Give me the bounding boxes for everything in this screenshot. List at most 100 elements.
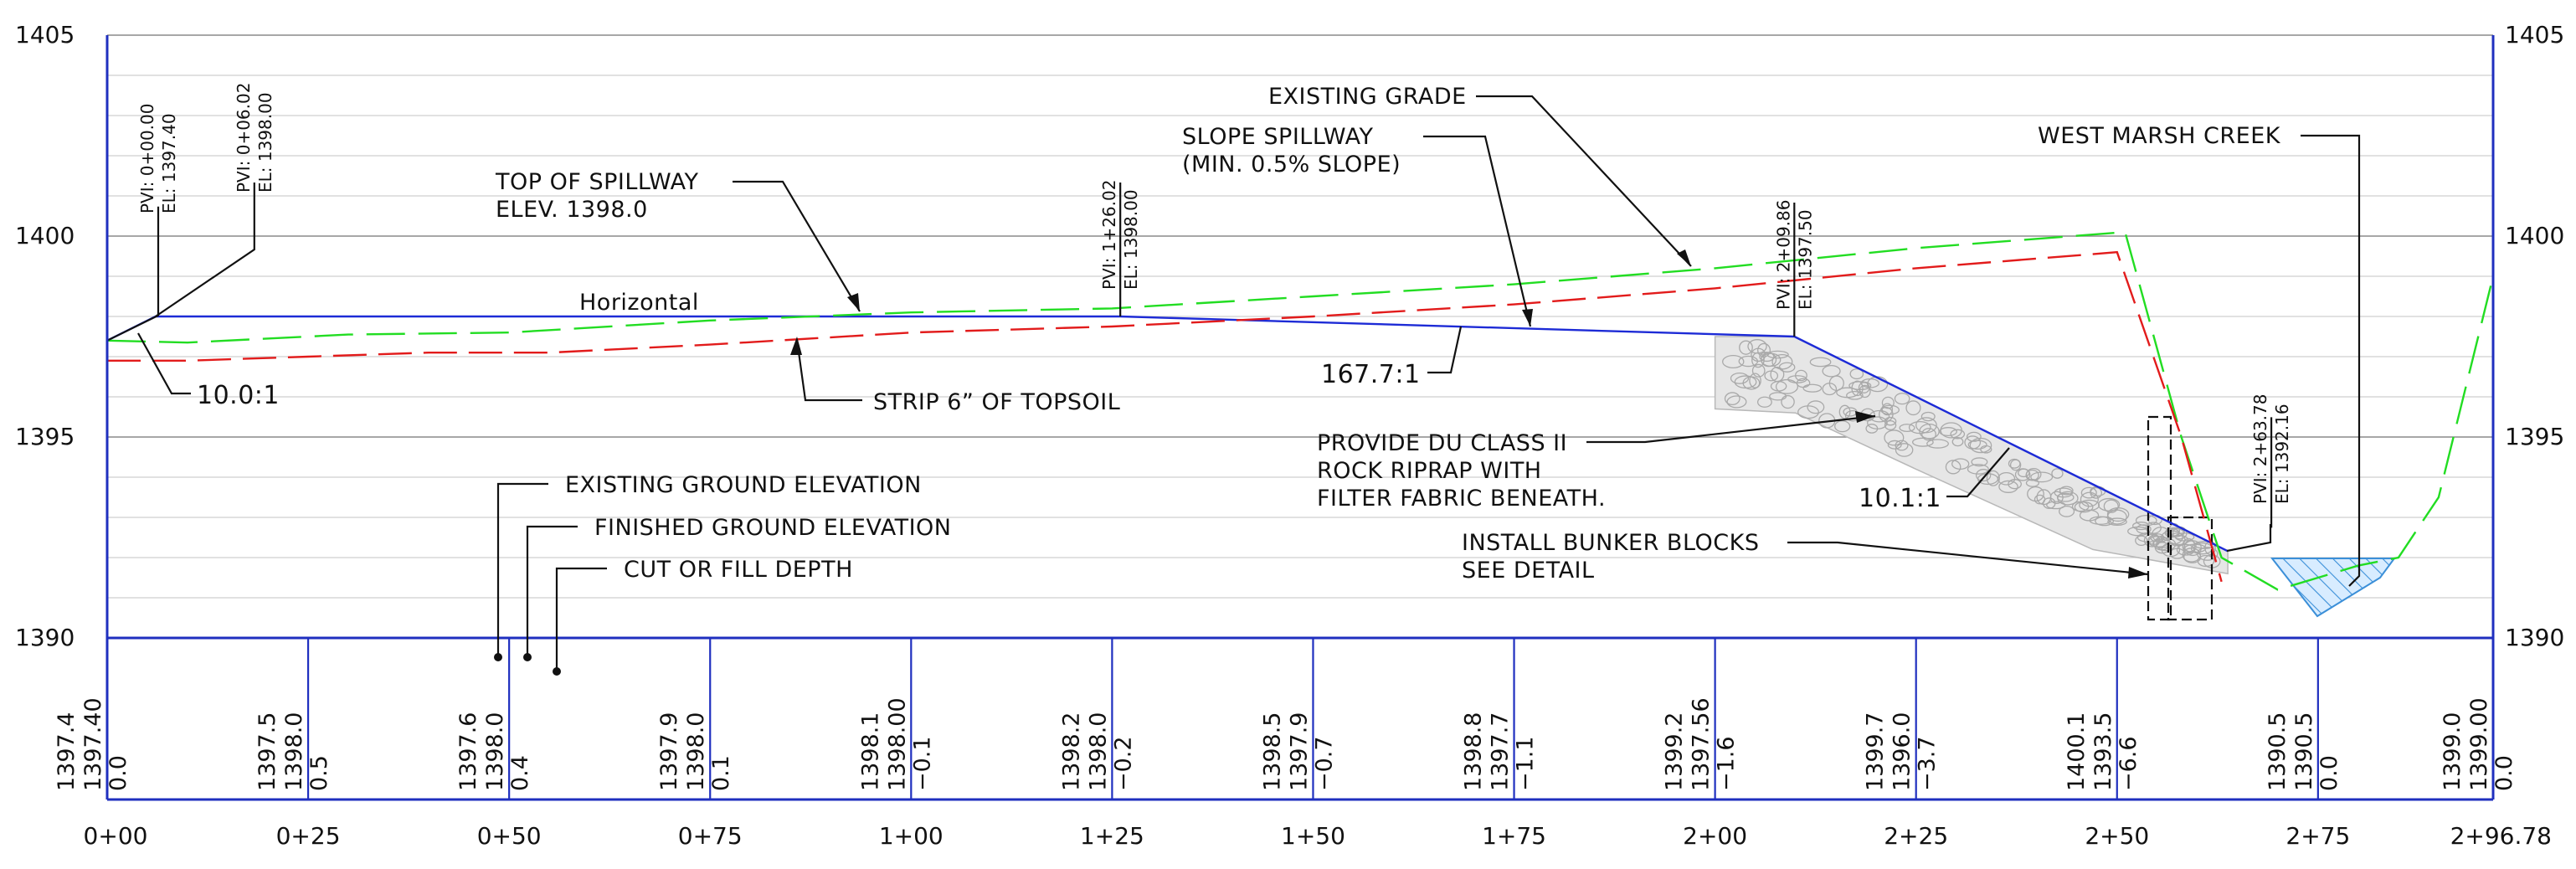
riprap-stone: [2169, 548, 2186, 559]
leader-top-of-spillway: [733, 180, 861, 312]
band-existing-elev: 1398.5: [1259, 712, 1285, 791]
riprap-stone: [2183, 550, 2202, 563]
leader-west-marsh-creek: [2301, 134, 2361, 587]
band-cut-fill: −0.1: [909, 736, 935, 791]
legend-finished-ground: FINISHED GROUND ELEVATION: [594, 515, 951, 541]
dot-existing-ground-legend: [494, 653, 502, 661]
riprap-stone: [1964, 435, 1982, 450]
note-strip-topsoil: STRIP 6” OF TOPSOIL: [873, 389, 1120, 415]
leader-slope-167-7: [1427, 326, 1463, 374]
note-top-of-spillway-1: TOP OF SPILLWAY: [495, 169, 699, 195]
y-tick-right-1400: 1400: [2505, 222, 2564, 249]
pvi-el-label-0: EL: 1397.40: [159, 113, 179, 213]
arrow-top-of-spillway: [847, 293, 860, 311]
x-tick-1-25: 1+25: [1080, 822, 1144, 850]
note-riprap-3: FILTER FABRIC BENEATH.: [1317, 486, 1606, 512]
band-cut-fill: 0.0: [2316, 755, 2342, 791]
riprap-stone: [1895, 440, 1909, 451]
riprap-stone: [1967, 464, 1989, 475]
riprap-stone: [1756, 396, 1772, 408]
bunker-block-inner: [2167, 516, 2214, 621]
riprap-stone: [1739, 340, 1753, 355]
riprap-stone: [1828, 375, 1844, 392]
note-riprap-2: ROCK RIPRAP WITH: [1317, 458, 1542, 484]
riprap-stone: [1921, 428, 1936, 441]
riprap-stone: [1884, 429, 1905, 446]
band-finished-elev: 1390.5: [2291, 712, 2317, 791]
riprap-stone: [2074, 501, 2094, 513]
note-slope-10-0: 10.0:1: [197, 381, 280, 410]
dot-finished-ground-legend: [523, 653, 532, 661]
band-existing-elev: 1390.5: [2265, 712, 2291, 791]
annotation-leaders: [137, 95, 2361, 676]
riprap-stone: [2046, 501, 2066, 510]
riprap-stone: [1865, 424, 1879, 434]
riprap-stone: [1975, 469, 1992, 482]
x-tick-2-96-78: 2+96.78: [2450, 822, 2552, 850]
note-riprap-1: PROVIDE DU CLASS II: [1317, 430, 1567, 456]
band-cut-fill: 0.1: [708, 755, 734, 791]
pvi-el-label-4: EL: 1392.16: [2272, 404, 2292, 504]
pvi-sta-label-2: PVI: 1+26.02: [1099, 180, 1119, 290]
riprap-stone: [1775, 378, 1799, 394]
band-existing-elev: 1399.7: [1863, 712, 1889, 791]
note-slope-10-1: 10.1:1: [1859, 484, 1941, 513]
band-finished-elev: 1397.7: [1488, 712, 1514, 791]
creek-water-hatch: [2270, 558, 2396, 618]
riprap-zone: [1714, 336, 2229, 575]
riprap-stone: [1945, 460, 1962, 475]
x-tick-1-75: 1+75: [1482, 822, 1546, 850]
riprap-stone: [2107, 517, 2127, 526]
note-slope-167-7: 167.7:1: [1321, 360, 1421, 389]
band-finished-elev: 1399.00: [2466, 697, 2492, 791]
pvi-el-label-3: EL: 1397.50: [1795, 209, 1815, 310]
band-finished-elev: 1398.0: [683, 712, 709, 791]
riprap-stone: [1920, 411, 1936, 422]
x-tick-2-50: 2+50: [2085, 822, 2149, 850]
riprap-stone: [2183, 540, 2202, 557]
riprap-stone: [2056, 492, 2075, 502]
riprap-stone: [2079, 499, 2100, 512]
legend-existing-ground: EXISTING GROUND ELEVATION: [565, 472, 922, 498]
dot-cut-fill-legend: [553, 667, 561, 676]
leader-slope-10-1: [1946, 447, 2010, 498]
arrow-existing-grade: [1677, 249, 1691, 266]
band-cut-fill: −6.6: [2116, 736, 2142, 791]
leader-strip-topsoil: [795, 339, 862, 402]
x-tick-2-00: 2+00: [1683, 822, 1747, 850]
riprap-stone: [2143, 533, 2161, 548]
leader-finished-ground-legend: [526, 525, 578, 657]
riprap-stone: [2154, 542, 2170, 554]
pvi-el-label-1: EL: 1398.00: [255, 92, 275, 193]
legend-cut-fill-depth: CUT OR FILL DEPTH: [624, 557, 853, 583]
band-existing-elev: 1397.5: [255, 712, 280, 791]
band-finished-elev: 1398.0: [482, 712, 508, 791]
note-existing-grade: EXISTING GRADE: [1268, 84, 1467, 110]
band-existing-elev: 1399.0: [2440, 712, 2465, 791]
band-existing-elev: 1398.2: [1058, 712, 1084, 791]
band-cut-fill: −3.7: [1915, 736, 1941, 791]
riprap-stone: [1950, 429, 1966, 440]
note-slope-spillway-1: SLOPE SPILLWAY: [1182, 124, 1373, 150]
riprap-stone: [1722, 354, 1745, 369]
riprap-stone: [1894, 393, 1910, 405]
band-finished-elev: 1397.40: [80, 697, 106, 791]
riprap-stone: [2182, 537, 2196, 554]
riprap-stone: [1838, 404, 1851, 419]
y-tick-left-1395: 1395: [15, 423, 75, 450]
riprap-stone: [2174, 532, 2195, 542]
band-finished-elev: 1398.00: [884, 697, 910, 791]
riprap-stone: [1951, 437, 1964, 447]
riprap-stone: [1884, 420, 1897, 430]
riprap-stone: [1846, 391, 1864, 400]
pvi-sta-label-4: PVI: 2+63.78: [2250, 394, 2270, 504]
y-tick-right-1390: 1390: [2505, 624, 2564, 651]
leader-pvi5-tick: [2226, 524, 2272, 553]
